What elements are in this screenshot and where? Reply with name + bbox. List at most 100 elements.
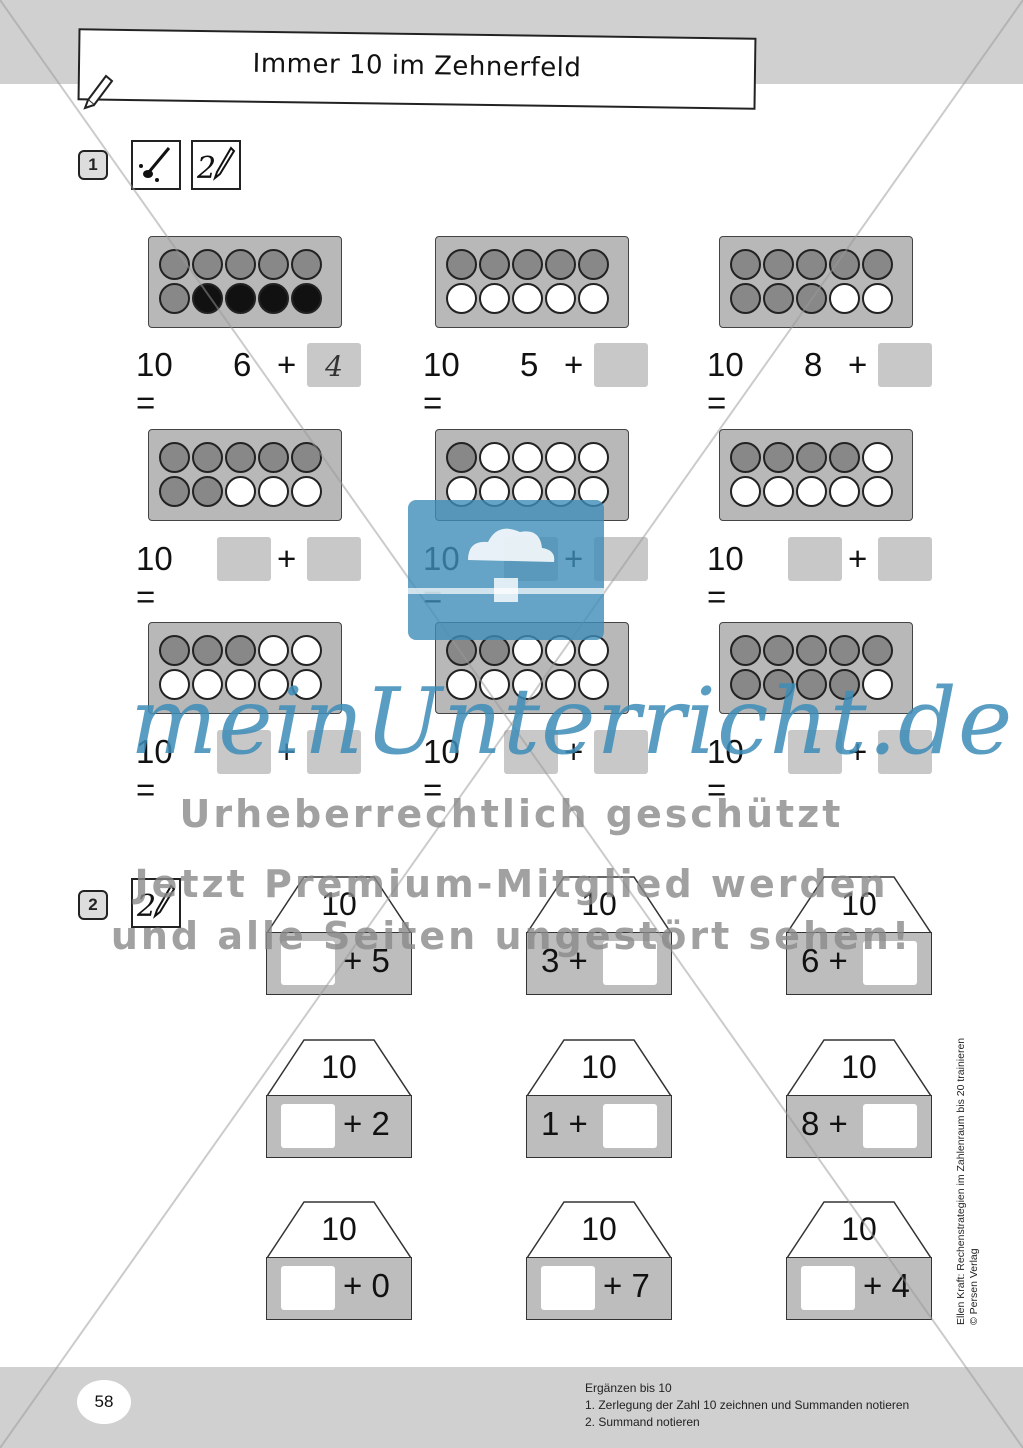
house-body: 1 + <box>526 1095 672 1158</box>
counter-dot <box>763 283 794 314</box>
footer-line-1: Ergänzen bis 10 <box>585 1381 672 1395</box>
counter-dot <box>829 442 860 473</box>
house-given: + 7 <box>603 1267 650 1304</box>
counter-dot <box>225 283 256 314</box>
write-pencil-icon: 2 <box>131 878 181 928</box>
counter-dot <box>763 635 794 666</box>
answer-box-b[interactable] <box>878 537 932 581</box>
counter-dot <box>258 635 289 666</box>
answer-box-a[interactable] <box>217 537 271 581</box>
answer-box[interactable] <box>281 941 335 985</box>
counter-dot <box>730 669 761 700</box>
answer-box-a[interactable] <box>788 730 842 774</box>
answer-box-b[interactable] <box>594 730 648 774</box>
watermark-briefcase-logo <box>408 500 604 640</box>
answer-box-b[interactable] <box>878 343 932 387</box>
counter-dot <box>829 669 860 700</box>
page-number: 58 <box>77 1380 131 1424</box>
house-body: + 0 <box>266 1257 412 1320</box>
house-body: 3 + <box>526 932 672 995</box>
watermark-line-1: Urheberrechtlich geschützt <box>179 792 844 836</box>
answer-box-b[interactable] <box>307 537 361 581</box>
svg-text:2: 2 <box>196 151 216 186</box>
equation-left: 10 = <box>423 733 460 808</box>
equation-plus: + <box>564 733 584 770</box>
number-house: 10+ 7 <box>526 1201 672 1321</box>
equation-left: 10 = <box>707 346 744 421</box>
house-body: + 5 <box>266 932 412 995</box>
counter-dot <box>159 476 190 507</box>
number-house: 10+ 2 <box>266 1039 412 1159</box>
equation-plus: + <box>277 540 297 577</box>
house-total: 10 <box>321 1211 357 1247</box>
counter-dot <box>192 635 223 666</box>
answer-box[interactable] <box>281 1104 335 1148</box>
house-total: 10 <box>841 1049 877 1085</box>
counter-dot <box>258 476 289 507</box>
equation-left: 10 = <box>707 540 744 615</box>
counter-dot <box>225 669 256 700</box>
write-pencil-icon: 2 <box>191 140 241 190</box>
equation-plus: + <box>277 346 297 383</box>
counter-dot <box>578 442 609 473</box>
ten-frame <box>719 236 913 328</box>
house-given: + 4 <box>863 1267 910 1304</box>
equation-addend-a: 5 <box>520 346 539 383</box>
equation-addend-a: 6 <box>233 346 252 383</box>
counter-dot <box>225 635 256 666</box>
ten-frame <box>148 622 342 714</box>
footer-line-3: 2. Summand notieren <box>585 1415 700 1429</box>
ten-frame <box>148 236 342 328</box>
answer-box[interactable] <box>541 1266 595 1310</box>
answer-box-a[interactable] <box>217 730 271 774</box>
svg-text:2: 2 <box>136 889 156 924</box>
answer-box[interactable] <box>281 1266 335 1310</box>
house-body: + 7 <box>526 1257 672 1320</box>
counter-dot <box>545 442 576 473</box>
counter-dot <box>763 249 794 280</box>
watermark-brand: meinUnterricht.de <box>130 668 1014 775</box>
house-total: 10 <box>581 886 617 922</box>
equation-left: 10 = <box>423 346 460 421</box>
counter-dot <box>291 669 322 700</box>
house-body: 8 + <box>786 1095 932 1158</box>
answer-box[interactable] <box>863 941 917 985</box>
number-house: 10 8 + <box>786 1039 932 1159</box>
task-1-badge: 1 <box>78 150 108 180</box>
counter-dot <box>829 476 860 507</box>
answer-box-b[interactable] <box>307 343 361 387</box>
counter-dot <box>512 249 543 280</box>
counter-dot <box>446 249 477 280</box>
counter-dot <box>446 669 477 700</box>
answer-box[interactable] <box>603 941 657 985</box>
equation-plus: + <box>848 540 868 577</box>
house-given: 8 + <box>801 1105 848 1142</box>
house-given: + 2 <box>343 1105 390 1142</box>
counter-dot <box>763 442 794 473</box>
house-given: 3 + <box>541 942 588 979</box>
answer-box[interactable] <box>863 1104 917 1148</box>
answer-box[interactable] <box>603 1104 657 1148</box>
answer-box[interactable] <box>801 1266 855 1310</box>
counter-dot <box>545 669 576 700</box>
counter-dot <box>829 283 860 314</box>
ten-frame <box>435 236 629 328</box>
equation-plus: + <box>848 733 868 770</box>
counter-dot <box>862 635 893 666</box>
counter-dot <box>862 442 893 473</box>
answer-box-a[interactable] <box>788 537 842 581</box>
house-body: 6 + <box>786 932 932 995</box>
counter-dot <box>225 476 256 507</box>
counter-dot <box>862 669 893 700</box>
answer-box-b[interactable] <box>307 730 361 774</box>
counter-dot <box>578 283 609 314</box>
watermark-line-3: und alle Seiten ungestört sehen! <box>110 914 913 958</box>
answer-box-b[interactable] <box>594 343 648 387</box>
watermark-line-2: Jetzt Premium-Mitglied werden <box>134 862 889 906</box>
house-given: + 5 <box>343 942 390 979</box>
answer-box-b[interactable] <box>878 730 932 774</box>
counter-dot <box>862 283 893 314</box>
side-credit-line-1: Ellen Kraft: Rechenstrategien im Zahlenr… <box>955 1037 967 1325</box>
